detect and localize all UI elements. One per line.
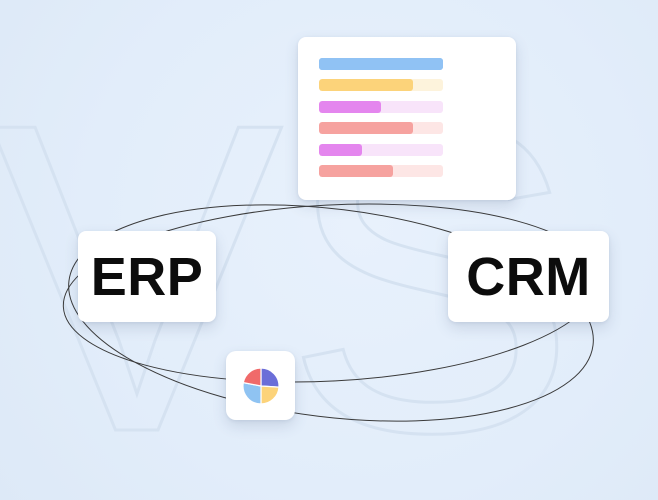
crm-card: CRM: [448, 231, 609, 322]
pie-slice: [259, 384, 280, 405]
bar-row: [319, 100, 443, 113]
bar-row: [319, 122, 443, 135]
pie-slice: [242, 366, 262, 387]
bar-row: [319, 79, 443, 92]
bar-fill: [319, 165, 394, 177]
bar-row: [319, 58, 443, 70]
pie-slice: [241, 381, 262, 405]
bar-row: [319, 143, 443, 156]
bar-fill: [319, 143, 363, 156]
erp-card: ERP: [78, 231, 216, 322]
bar-chart-card: [298, 37, 516, 200]
pie-chart-card: [226, 351, 295, 420]
erp-label: ERP: [90, 246, 204, 307]
bar-fill: [319, 58, 443, 70]
bar-fill: [319, 122, 414, 135]
crm-label: CRM: [466, 246, 591, 307]
bar-fill: [319, 100, 381, 113]
pie-slice: [259, 366, 280, 388]
bar-fill: [319, 79, 414, 92]
pie-chart-icon: [241, 366, 280, 405]
bar-row: [319, 165, 443, 177]
